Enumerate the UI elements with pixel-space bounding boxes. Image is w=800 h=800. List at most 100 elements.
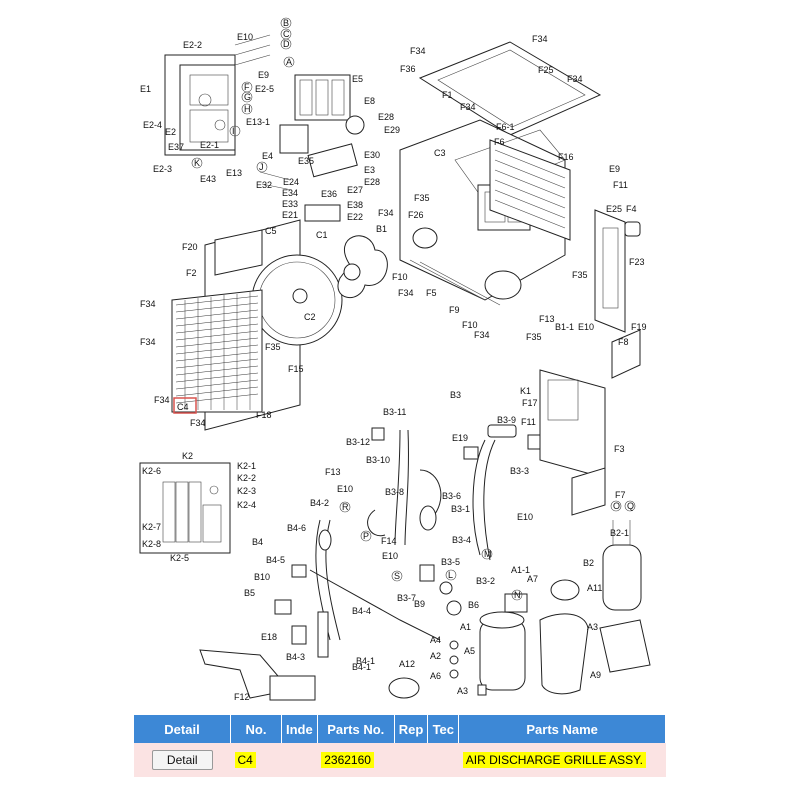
- part-label: E10: [382, 551, 398, 561]
- part-label: A3: [587, 622, 598, 632]
- part-label: F20: [182, 242, 198, 252]
- part-label: E36: [321, 189, 337, 199]
- callout-circle: [481, 548, 493, 560]
- part-label: A3: [457, 686, 468, 696]
- part-label: K2-8: [142, 539, 161, 549]
- part-label: B3-4: [452, 535, 471, 545]
- part-label: B3-5: [441, 557, 460, 567]
- part-label: B3-2: [476, 576, 495, 586]
- part-label: J: [259, 162, 264, 172]
- part-label: E10: [337, 484, 353, 494]
- part-label: F35: [572, 270, 588, 280]
- part-label: L: [448, 570, 453, 580]
- part-label: F12: [234, 692, 250, 702]
- part-label: B: [283, 18, 289, 28]
- part-label: F35: [414, 193, 430, 203]
- part-label: B10: [254, 572, 270, 582]
- part-label: E2-1: [200, 140, 219, 150]
- part-label: F3: [614, 444, 625, 454]
- part-label: A: [286, 57, 292, 67]
- part-label: F11: [613, 180, 628, 190]
- part-label: E28: [378, 112, 394, 122]
- part-label: F11: [521, 417, 536, 427]
- part-label: F16: [558, 152, 574, 162]
- part-label: F26: [408, 210, 424, 220]
- part-label: A2: [430, 651, 441, 661]
- part-label: B3-9: [497, 415, 516, 425]
- part-label: A1: [460, 622, 471, 632]
- part-label: A7: [527, 574, 538, 584]
- part-label: B4-5: [266, 555, 285, 565]
- part-label: F36: [400, 64, 416, 74]
- part-label: E24: [283, 177, 299, 187]
- part-label: K2-4: [237, 500, 256, 510]
- part-label: E43: [200, 174, 216, 184]
- part-label: M: [484, 549, 492, 559]
- part-label: F14: [381, 536, 397, 546]
- part-label: K2-2: [237, 473, 256, 483]
- part-label: E32: [256, 180, 272, 190]
- fan-and-grille-drawing: [171, 219, 388, 431]
- callout-circle: [445, 569, 457, 581]
- part-label: E4: [262, 151, 273, 161]
- callout-circle: [280, 17, 292, 29]
- part-label: B3-10: [366, 455, 390, 465]
- part-label: K2-5: [170, 553, 189, 563]
- part-label: F8: [618, 337, 629, 347]
- part-label: F23: [629, 257, 645, 267]
- part-label: B3-8: [385, 487, 404, 497]
- part-label: F9: [449, 305, 460, 315]
- part-label: E13-1: [246, 117, 270, 127]
- part-label: F34: [474, 330, 490, 340]
- part-label: B2: [583, 558, 594, 568]
- part-label: B2-1: [610, 528, 629, 538]
- part-label: F34: [410, 46, 426, 56]
- part-label: Q: [627, 501, 634, 511]
- callout-circle: [624, 500, 636, 512]
- part-label: K2-1: [237, 461, 256, 471]
- part-label: A5: [464, 646, 475, 656]
- part-label: B1-1: [555, 322, 574, 332]
- part-label: E37: [168, 142, 184, 152]
- part-label: E30: [364, 150, 380, 160]
- part-label: E34: [282, 188, 298, 198]
- part-label: E28: [364, 177, 380, 187]
- part-label: E33: [282, 199, 298, 209]
- part-label: A12: [399, 659, 415, 669]
- part-label: A4: [430, 635, 441, 645]
- col-header-rep: Rep: [394, 715, 429, 743]
- part-label: E25: [606, 204, 622, 214]
- parts-table: Detail No. Inde Parts No. Rep Tec Parts …: [134, 715, 666, 777]
- part-label: E10: [517, 512, 533, 522]
- part-label: F34: [154, 395, 170, 405]
- part-label: F34: [567, 74, 583, 84]
- part-label: F35: [526, 332, 542, 342]
- part-label: B3-12: [346, 437, 370, 447]
- part-label: B6: [468, 600, 479, 610]
- parts-table-header: Detail No. Inde Parts No. Rep Tec Parts …: [134, 715, 666, 743]
- detail-button[interactable]: Detail: [151, 750, 213, 770]
- part-label: B9: [414, 599, 425, 609]
- part-label: F: [244, 82, 250, 92]
- part-label: F34: [398, 288, 414, 298]
- part-label: F2: [186, 268, 197, 278]
- part-label: B5: [244, 588, 255, 598]
- parts-no-cell: 2362160: [317, 743, 395, 777]
- callout-circle: [229, 125, 241, 137]
- part-label: F13: [325, 467, 341, 477]
- part-label: B3: [450, 390, 461, 400]
- part-label: S: [394, 571, 400, 581]
- part-label: F15: [288, 364, 304, 374]
- col-header-detail: Detail: [134, 715, 231, 743]
- part-label: F4: [626, 204, 637, 214]
- part-label: F34: [378, 208, 394, 218]
- top-cover-drawing: [418, 41, 602, 136]
- part-label: P: [363, 531, 369, 541]
- callout-circle: [360, 530, 372, 542]
- part-label: B3-7: [397, 593, 416, 603]
- part-label: K1: [520, 386, 531, 396]
- part-label: E10: [578, 322, 594, 332]
- col-header-parts-name: Parts Name: [458, 715, 666, 743]
- part-label: E2-2: [183, 40, 202, 50]
- col-header-no: No.: [230, 715, 282, 743]
